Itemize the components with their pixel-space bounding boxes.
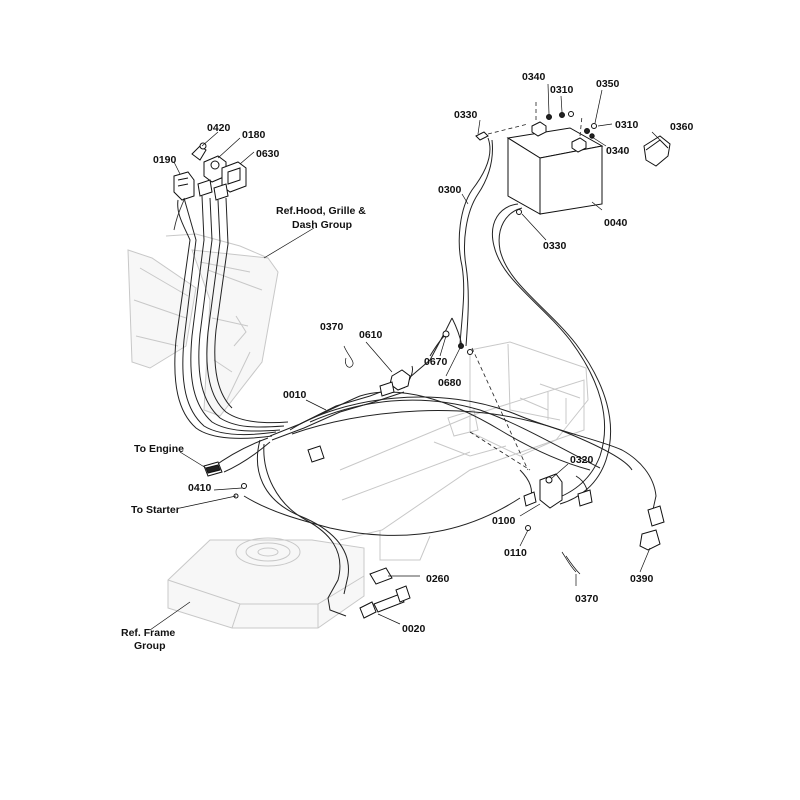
label-0040: 0040 [604, 217, 628, 229]
label-ref-hood-line2: Dash Group [292, 219, 352, 231]
label-0020: 0020 [402, 623, 426, 635]
label-0370-bottom: 0370 [575, 593, 599, 605]
switches-cluster [173, 142, 247, 201]
label-0110: 0110 [504, 547, 527, 559]
label-to-engine: To Engine [134, 443, 184, 455]
label-to-starter: To Starter [131, 504, 180, 516]
label-0330-bottom: 0330 [543, 240, 567, 252]
label-0100: 0100 [492, 515, 516, 527]
wiring-harness [173, 137, 657, 617]
label-0670: 0670 [424, 356, 448, 368]
label-ref-hood-line1: Ref.Hood, Grille & [276, 205, 366, 217]
label-0410: 0410 [188, 482, 212, 494]
label-0630: 0630 [256, 148, 280, 160]
label-0680: 0680 [438, 377, 462, 389]
label-0350: 0350 [596, 78, 620, 90]
label-0370-top: 0370 [320, 321, 344, 333]
label-0260: 0260 [426, 573, 450, 585]
label-0300: 0300 [438, 184, 462, 196]
label-0390: 0390 [630, 573, 654, 585]
leader-lines [149, 83, 661, 631]
label-0310-top: 0310 [550, 84, 574, 96]
label-ref-frame-line2: Group [134, 640, 166, 652]
harness-connectors [203, 330, 665, 619]
label-0310-right: 0310 [615, 119, 639, 131]
label-0190: 0190 [153, 154, 177, 166]
label-0320: 0320 [570, 454, 594, 466]
ghost-frame [167, 341, 589, 629]
label-0010: 0010 [283, 389, 307, 401]
label-0610: 0610 [359, 329, 383, 341]
label-0360: 0360 [670, 121, 694, 133]
part-labels: 0340 0310 0350 0330 0310 0360 0340 0420 … [121, 71, 694, 652]
label-0180: 0180 [242, 129, 266, 141]
label-ref-frame-line1: Ref. Frame [121, 627, 175, 639]
battery [506, 100, 604, 215]
label-0340-right: 0340 [606, 145, 630, 157]
terminal-cover [643, 135, 671, 167]
battery-hardware [475, 111, 597, 215]
label-0330-top: 0330 [454, 109, 478, 121]
label-0420: 0420 [207, 122, 231, 134]
label-0340-top: 0340 [522, 71, 546, 83]
